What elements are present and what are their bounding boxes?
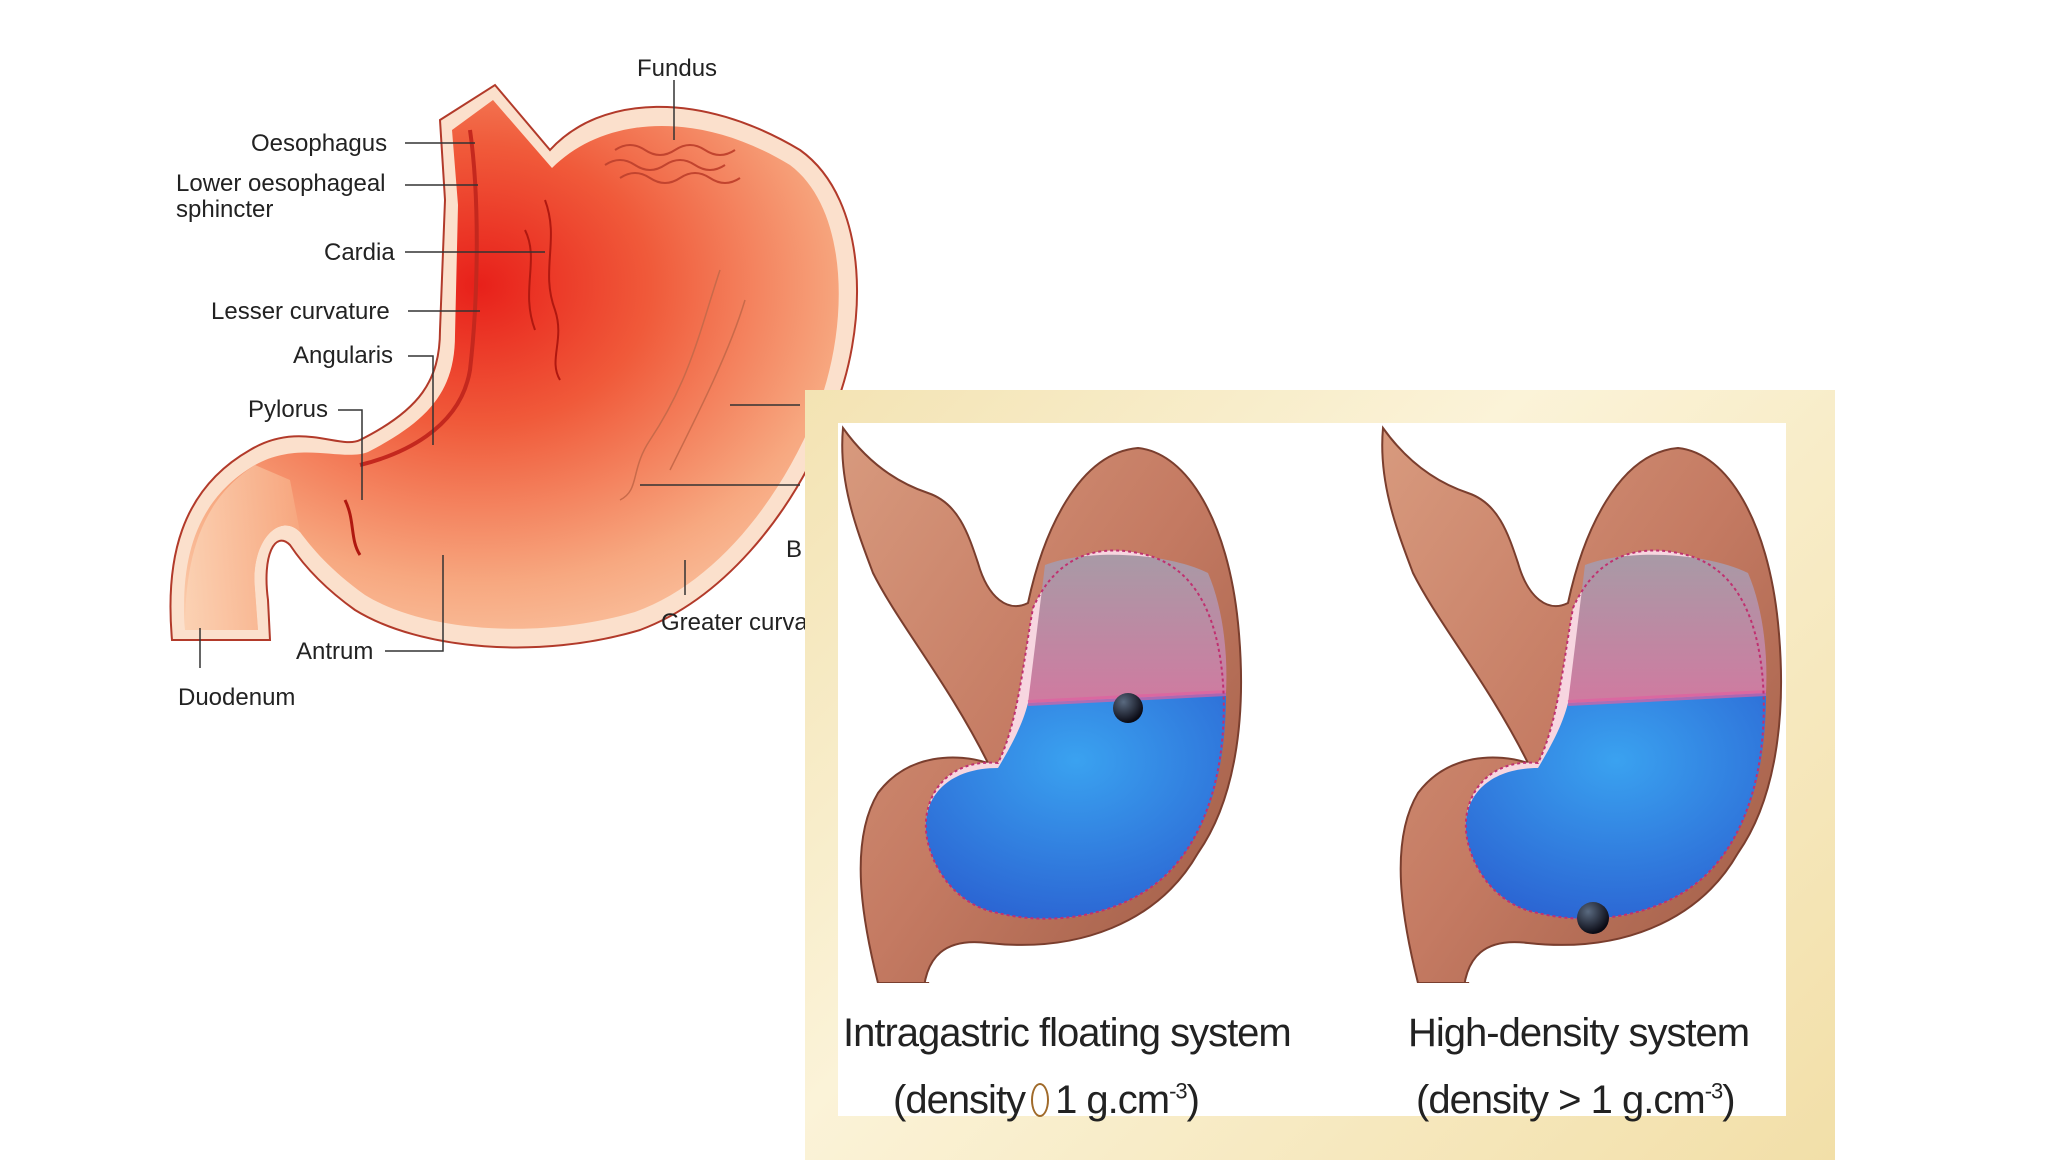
label-oesophagus: Oesophagus — [251, 130, 388, 157]
comparison-panel: Intragastric floating system (density 1 g… — [805, 390, 1835, 1160]
floating-dosage-unit — [1113, 693, 1143, 723]
label-antrum: Antrum — [296, 638, 374, 665]
label-les-line2: sphincter — [176, 196, 274, 223]
high-density-system-title: High-density system — [1408, 1011, 1750, 1055]
label-duodenum: Duodenum — [178, 684, 296, 711]
floating-density-exponent: -3 — [1169, 1078, 1188, 1104]
high-density-exponent: -3 — [1704, 1078, 1724, 1104]
label-lower-oesophageal-sphincter: Lower oesophageal sphincter — [176, 171, 386, 223]
floating-density-prefix: (density — [893, 1078, 1026, 1122]
label-cardia: Cardia — [324, 239, 395, 266]
floating-density-suffix: ) — [1186, 1078, 1200, 1122]
floating-system-density: (density 1 g.cm-3) — [893, 1078, 1200, 1123]
label-body: B — [786, 536, 803, 563]
density-symbol-icon — [1031, 1083, 1050, 1117]
label-les-line1: Lower oesophageal — [176, 170, 386, 197]
label-greater-curvature: Greater curva — [661, 609, 808, 636]
high-density-suffix: ) — [1722, 1078, 1735, 1122]
label-pylorus: Pylorus — [248, 396, 329, 423]
stomach-anatomy-diagram — [169, 80, 858, 668]
label-angularis: Angularis — [293, 342, 394, 369]
label-leader-lines — [199, 80, 800, 668]
stomach-systems-illustration — [838, 425, 1786, 1116]
label-fundus: Fundus — [637, 55, 718, 82]
high-density-system-density: (density > 1 g.cm-3) — [1416, 1078, 1736, 1123]
label-lesser-curvature: Lesser curvature — [211, 298, 390, 325]
floating-density-value: 1 g.cm — [1055, 1078, 1170, 1122]
high-density-prefix: (density > 1 g.cm — [1416, 1078, 1706, 1122]
high-density-dosage-unit — [1577, 902, 1609, 934]
floating-system-title: Intragastric floating system — [843, 1011, 1292, 1055]
stomach-outline — [169, 83, 858, 649]
comparison-panel-inner: Intragastric floating system (density 1 g… — [838, 423, 1786, 1122]
